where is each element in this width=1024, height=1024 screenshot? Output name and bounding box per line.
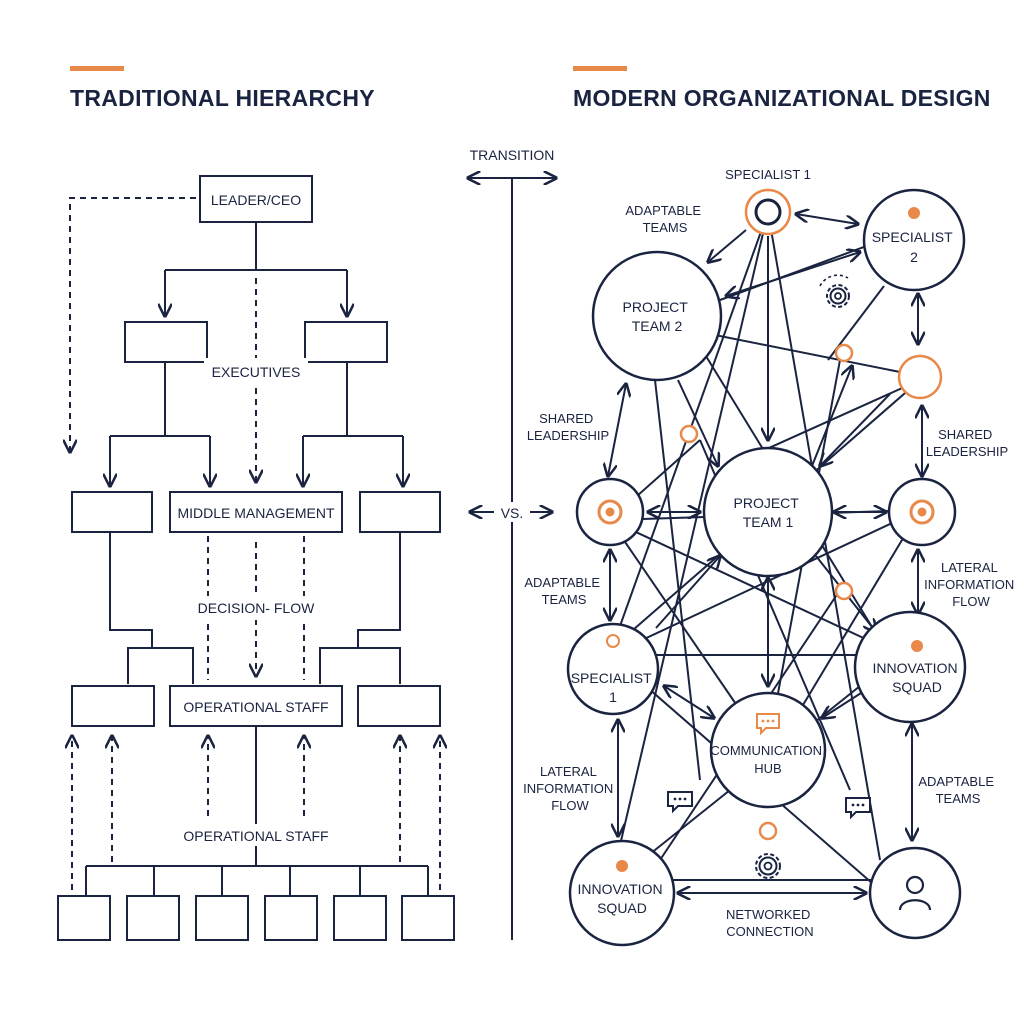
target-icon	[909, 499, 935, 525]
staff-box	[401, 895, 455, 941]
executives-label: EXECUTIVES	[212, 364, 301, 380]
project-team-1-node	[702, 446, 834, 578]
networked-connection-label: NETWORKED CONNECTION	[726, 907, 814, 939]
left-title: TRADITIONAL HIERARCHY	[70, 85, 375, 111]
specialist-1-node	[566, 622, 660, 716]
gear-icon	[819, 274, 850, 308]
staff-bus	[85, 865, 429, 896]
chat-bubble-icon	[756, 713, 780, 736]
communication-hub-node	[709, 691, 827, 809]
junction-node	[758, 821, 778, 841]
adaptable-teams-right-label: ADAPTABLE TEAMS	[918, 774, 997, 806]
lateral-flow-right-label: LATERAL INFORMATION FLOW	[924, 560, 1018, 609]
vs-label: VS.	[501, 505, 524, 521]
mid-right-connector	[319, 532, 401, 684]
operational-staff-label: OPERATIONAL STAFF	[183, 828, 328, 844]
vs-label-bg	[496, 502, 528, 522]
accent-junctions	[679, 343, 854, 841]
exec-right-tree	[303, 362, 403, 437]
middle-management-box	[169, 491, 343, 533]
network-arrows	[608, 214, 922, 893]
staff-box	[195, 895, 249, 941]
staff-box	[57, 895, 111, 941]
middle-management-label: MIDDLE MANAGEMENT	[177, 505, 335, 521]
target-icon	[597, 499, 623, 525]
junction-node	[679, 424, 699, 444]
transition-divider	[468, 178, 556, 940]
communication-hub-label: COMMUNICATION HUB	[710, 743, 825, 776]
specialist-2-node	[862, 188, 966, 292]
chat-bubble-icon	[845, 797, 871, 820]
specialist-1-top-inner	[754, 198, 782, 226]
executives-label-bg	[204, 358, 308, 384]
right-title: MODERN ORGANIZATIONAL DESIGN	[573, 85, 991, 111]
shared-leadership-left-label: SHARED LEADERSHIP	[527, 411, 609, 443]
specialist-1-label: SPECIALIST 1	[571, 670, 656, 705]
middle-box-left	[71, 491, 153, 533]
junction-node	[834, 343, 854, 363]
transition-label: TRANSITION	[470, 147, 555, 163]
chat-bubble-icon	[667, 791, 693, 814]
project-team-2-node	[591, 250, 723, 382]
staff-box	[264, 895, 318, 941]
decision-flow-label-bg	[196, 596, 316, 620]
operational-staff-box-label: OPERATIONAL STAFF	[183, 699, 328, 715]
accent-dot	[911, 640, 923, 652]
gear-icon	[755, 853, 781, 879]
accent-dot	[908, 207, 920, 219]
person-icon	[898, 875, 932, 911]
operational-staff-box	[169, 685, 343, 727]
operational-staff-label-bg	[182, 824, 330, 846]
innovation-squad-right-node	[853, 610, 967, 724]
specialist-2-label: SPECIALIST 2	[872, 229, 957, 265]
accent-dot	[606, 634, 620, 648]
staff-box	[333, 895, 387, 941]
shared-leadership-right-label: SHARED LEADERSHIP	[926, 427, 1008, 459]
adaptable-teams-top-label: ADAPTABLE TEAMS	[625, 203, 704, 235]
innovation-squad-bottom-node	[568, 839, 676, 947]
middle-box-right	[359, 491, 441, 533]
decision-flow-label: DECISION- FLOW	[198, 600, 315, 616]
left-title-accent-bar	[70, 66, 124, 71]
leader-connector	[165, 222, 347, 271]
project-team-1-label: PROJECT TEAM 1	[734, 495, 803, 530]
right-title-accent-bar	[573, 66, 627, 71]
empty-accent-node	[897, 354, 943, 400]
project-team-2-label: PROJECT TEAM 2	[623, 299, 692, 334]
lateral-flow-left-label: LATERAL INFORMATION FLOW	[523, 764, 617, 813]
mid-left-connector	[109, 532, 194, 684]
accent-dot	[616, 860, 628, 872]
innovation-squad-bottom-label: INNOVATION SQUAD	[578, 881, 667, 916]
executive-box-right	[304, 321, 388, 363]
ops-box-left	[71, 685, 155, 727]
leader-dashed-left	[70, 197, 196, 452]
leader-box	[199, 175, 313, 223]
executive-box-left	[124, 321, 208, 363]
leader-label: LEADER/CEO	[211, 192, 301, 208]
hierarchy-chart	[57, 175, 455, 941]
exec-left-tree	[110, 362, 210, 437]
staff-box	[126, 895, 180, 941]
specialist-1-top-label: SPECIALIST 1	[725, 167, 811, 182]
ops-box-right	[357, 685, 441, 727]
innovation-squad-right-label: INNOVATION SQUAD	[873, 660, 962, 695]
junction-node	[834, 581, 854, 601]
adaptable-teams-left-label: ADAPTABLE TEAMS	[524, 575, 603, 607]
